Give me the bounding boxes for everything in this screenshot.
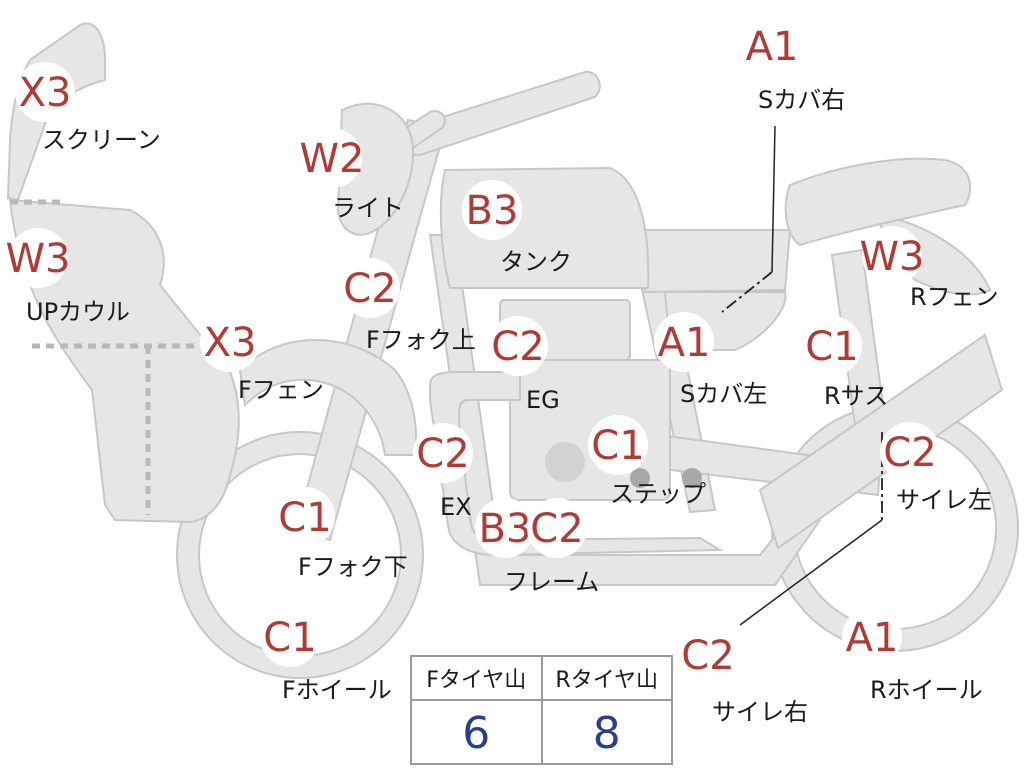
- condition-code: W2: [300, 136, 365, 182]
- cowl-dashed-lines: [10, 199, 195, 515]
- rear-tire-value: 8: [540, 701, 672, 765]
- tire-tread-table: Fタイヤ山 Rタイヤ山 6 8: [410, 655, 673, 765]
- condition-code: X3: [19, 70, 72, 116]
- badge-circle: [462, 180, 522, 240]
- part-label: サイレ左: [896, 486, 992, 514]
- badge-circle: [15, 62, 75, 122]
- part-label: Fフォク下: [298, 553, 408, 581]
- condition-code: C1: [263, 615, 316, 661]
- badge-circle: [588, 415, 648, 475]
- side-cover-shape: [638, 229, 792, 294]
- part-label: Rホイール: [870, 676, 983, 704]
- badge-circle: [340, 258, 400, 318]
- part-label: ステップ: [610, 480, 706, 508]
- part-label: EX: [440, 493, 472, 521]
- badge-circle: [488, 316, 548, 376]
- leader-line-scover-right-dash: [721, 271, 773, 313]
- part-label: Fフォク上: [366, 326, 476, 354]
- part-label: スクリーン: [42, 126, 161, 154]
- part-label: タンク: [500, 248, 572, 276]
- headlight-shape: [336, 102, 415, 236]
- front-tire-header: Fタイヤ山: [426, 668, 527, 693]
- rear-tire-header: Rタイヤ山: [540, 657, 672, 699]
- badge-circle: [527, 498, 587, 558]
- condition-code: C1: [805, 324, 858, 370]
- condition-code: B3: [466, 188, 519, 234]
- front-tire-value: 6: [462, 707, 491, 759]
- muffler-shape: [758, 333, 1004, 550]
- part-badge-c2-muffler-right: C2 サイレ右: [678, 625, 808, 726]
- badge-circle: [742, 16, 802, 76]
- leader-line-muffler-right: [739, 519, 883, 626]
- condition-code: C2: [883, 430, 936, 476]
- badge-circle: [802, 316, 862, 376]
- badge-circle: [654, 312, 714, 372]
- condition-code: B3: [479, 506, 532, 552]
- condition-code: C2: [491, 324, 544, 370]
- part-label: Sカバ左: [680, 380, 767, 408]
- condition-code: X3: [204, 320, 257, 366]
- condition-code: C2: [530, 506, 583, 552]
- part-badge-b3-tank: B3 タンク: [462, 180, 572, 276]
- condition-code: C2: [343, 266, 396, 312]
- part-label: サイレ右: [712, 698, 808, 726]
- condition-code: C1: [591, 423, 644, 469]
- part-badge-w2-light: W2 ライト: [300, 128, 404, 222]
- leader-line-scover-right: [771, 125, 776, 273]
- part-label: Rフェン: [910, 283, 999, 311]
- condition-code: C1: [278, 495, 331, 541]
- part-label: EG: [526, 386, 560, 414]
- badge-circle: [880, 422, 940, 482]
- exhaust-shape: [429, 371, 724, 557]
- badge-circle: [200, 312, 260, 372]
- upper-cowl-shape: [8, 198, 240, 524]
- part-badge-c2-frame: C2 フレーム: [504, 498, 599, 596]
- part-label: ライト: [332, 194, 404, 222]
- condition-code: A1: [746, 24, 799, 70]
- condition-code: A1: [846, 615, 899, 661]
- part-label: フレーム: [504, 568, 599, 596]
- condition-code: A1: [658, 320, 711, 366]
- part-label: Fホイール: [282, 676, 392, 704]
- badge-circle: [678, 625, 738, 685]
- badge-circle: [260, 607, 320, 667]
- badge-circle: [842, 607, 902, 667]
- part-badge-c1-step: C1 ステップ: [588, 415, 706, 508]
- part-badges: X3スクリーンW3UPカウルX3FフェンW2ライトC2Fフォク上C1Fフォク下C…: [6, 16, 999, 726]
- seat-shape: [784, 157, 972, 247]
- condition-code: W3: [6, 236, 71, 282]
- badge-circle: [475, 498, 535, 558]
- part-label: Fフェン: [238, 376, 324, 404]
- badge-circle: [413, 423, 473, 483]
- part-badge-b3-frame: B3: [475, 498, 535, 558]
- condition-code: C2: [416, 431, 469, 477]
- badge-circle: [275, 487, 335, 547]
- part-label: UPカウル: [26, 298, 130, 326]
- part-badge-c2-muffler-left: C2 サイレ左: [880, 422, 992, 514]
- badge-circle: [862, 226, 922, 286]
- part-badge-x3-screen: X3 スクリーン: [15, 62, 161, 154]
- badge-circle: [302, 128, 362, 188]
- part-label: Rサス: [824, 382, 888, 410]
- part-label: Sカバ右: [758, 86, 845, 114]
- condition-code: C2: [681, 633, 734, 679]
- badge-circle: [8, 228, 68, 288]
- condition-code: W3: [860, 234, 925, 280]
